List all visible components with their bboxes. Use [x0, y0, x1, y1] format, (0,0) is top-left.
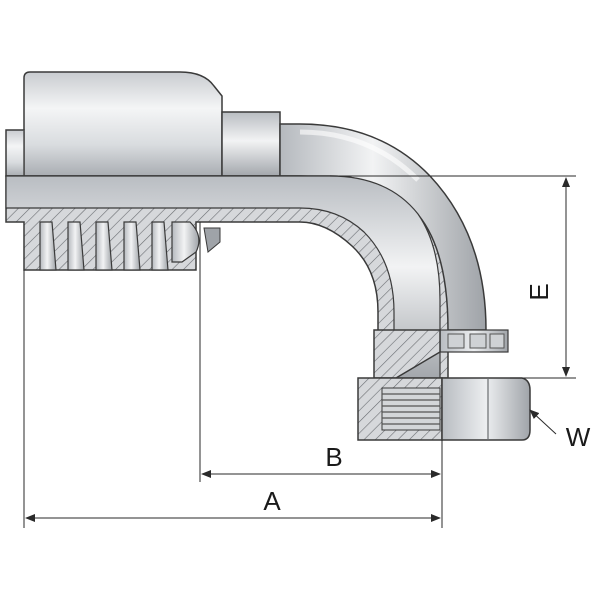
crimp-shell: [5, 71, 223, 177]
hose-barbs: [39, 221, 221, 271]
swivel-nut: [357, 329, 531, 441]
nut-threads: [381, 387, 441, 431]
dimension-e: E: [524, 177, 570, 377]
nipple-collar: [221, 111, 281, 177]
dimension-b: B: [201, 442, 441, 478]
dimension-w-label: W: [566, 422, 591, 452]
dimension-b-label: B: [325, 442, 342, 472]
dimension-a-label: A: [263, 486, 281, 516]
dimension-w: W: [529, 409, 591, 452]
dimension-a: A: [25, 486, 441, 522]
dimension-lines: [23, 175, 576, 528]
dimension-e-label: E: [524, 283, 554, 300]
